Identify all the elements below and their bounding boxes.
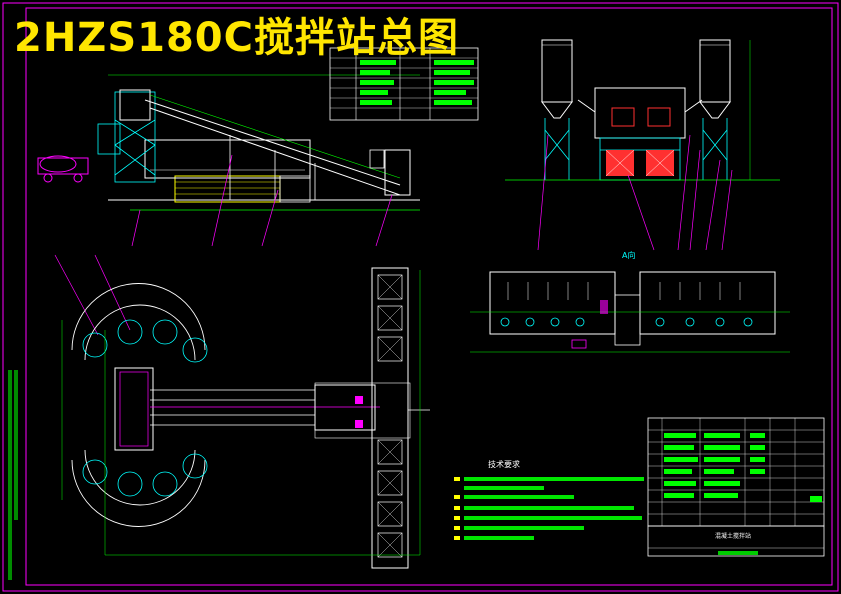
- tech-requirements: 技术要求: [454, 459, 644, 540]
- left-vertical-notes: [8, 370, 18, 580]
- drawing-title: 2HZS180C搅拌站总图: [14, 15, 459, 61]
- a-direction-view: A向: [470, 250, 790, 353]
- title-block-caption: 混凝土搅拌站: [715, 532, 751, 540]
- front-elevation-view: [505, 39, 780, 251]
- spec-table-top: [329, 47, 479, 121]
- tech-requirements-heading: 技术要求: [488, 459, 520, 469]
- a-view-label: A向: [622, 250, 635, 260]
- drawing-inner-frame: [25, 7, 833, 586]
- parts-list-table: 混凝土搅拌站: [647, 417, 825, 557]
- side-elevation-view: [37, 74, 420, 247]
- plan-view: [54, 254, 430, 569]
